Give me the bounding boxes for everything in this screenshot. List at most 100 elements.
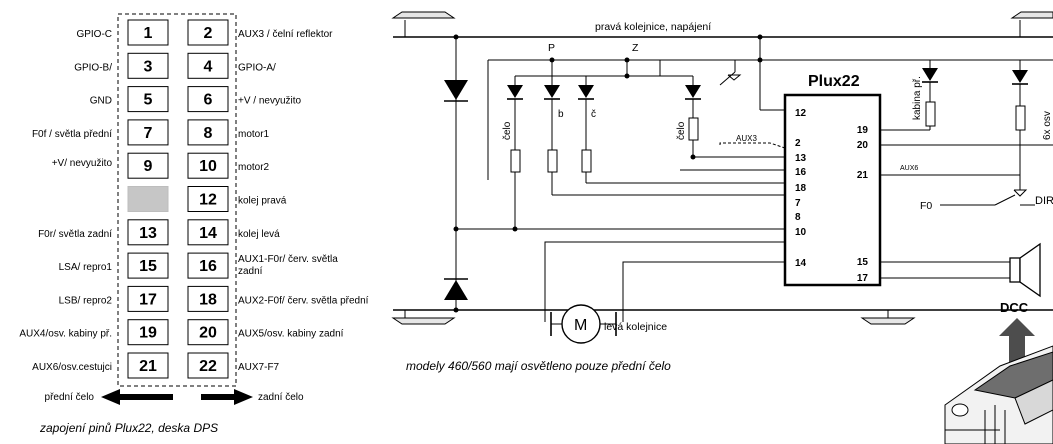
pin-cell-left xyxy=(127,152,169,179)
pin-cell-left xyxy=(127,252,169,279)
pin-label-left: F0f / světla přední xyxy=(32,129,112,140)
pin-label-left: AUX6/osv.cestujci xyxy=(32,362,112,373)
pin-cell-right xyxy=(187,186,229,212)
led-b xyxy=(544,60,785,196)
chip-pin-left: 8 xyxy=(795,212,801,223)
pin-label-right: kolej levá xyxy=(238,229,280,240)
top-rail-label: pravá kolejnice, napájení xyxy=(595,21,711,33)
front-label: přední čelo xyxy=(45,392,95,403)
pin-cell-right xyxy=(187,152,229,179)
pin-number-left: 17 xyxy=(139,291,157,308)
pin-label-left: AUX4/osv. kabiny př. xyxy=(19,329,112,340)
pin-cell-left xyxy=(127,19,169,46)
pin-cell-left xyxy=(127,319,169,346)
pin-label-left: LSB/ repro2 xyxy=(59,295,113,306)
led-label-celo-2: čelo xyxy=(676,121,687,140)
pin-label-left: GPIO-C xyxy=(76,29,112,40)
pin-label-right: +V / nevyužito xyxy=(238,96,302,107)
pin-label-right: GPIO-A/ xyxy=(238,62,276,73)
speaker-icon xyxy=(1009,242,1041,298)
pin-cell-right xyxy=(187,219,229,246)
dir-label: DIR xyxy=(1035,195,1053,207)
pin-cell-left xyxy=(127,52,169,79)
f0-label: F0 xyxy=(920,200,932,212)
pin-label-right: zadní xyxy=(238,266,263,277)
pin-number-left: 7 xyxy=(144,125,153,142)
aux6-label: AUX6 xyxy=(900,165,918,172)
chip-pin-left: 18 xyxy=(795,183,807,194)
pin-cell-right xyxy=(187,285,229,312)
led-label-b: b xyxy=(558,109,564,120)
pin-cell-left xyxy=(127,285,169,312)
pin-number-right: 20 xyxy=(199,325,217,342)
top-rail xyxy=(391,11,1053,38)
aux3-label: AUX3 xyxy=(736,134,757,143)
pin-label-left: GND xyxy=(90,96,112,107)
plux22-chip xyxy=(783,93,882,287)
model-note: modely 460/560 mají osvětleno pouze před… xyxy=(406,359,671,373)
pin-cell-right xyxy=(187,52,229,79)
cabin-label: kabina př. xyxy=(912,76,923,120)
chip-pin-right: 15 xyxy=(857,257,869,268)
decoder-illustration xyxy=(944,345,1053,444)
pin-label-right: AUX3 / čelní reflektor xyxy=(238,29,333,40)
pin-number-left: 15 xyxy=(139,258,157,275)
motor xyxy=(544,241,785,344)
chip-pin-right: 20 xyxy=(857,140,869,151)
pin-number-right: 8 xyxy=(204,125,213,142)
pin-cell-left xyxy=(127,86,169,113)
chip-pin-right: 21 xyxy=(857,170,869,181)
front-arrow xyxy=(101,389,173,405)
pin-number-right: 10 xyxy=(199,158,217,175)
pin-number-left: 13 xyxy=(139,225,157,242)
pin-label-right: motor1 xyxy=(238,129,270,140)
node-p-label: P xyxy=(548,42,555,54)
pin-cell-left xyxy=(127,186,169,212)
pin-cell-left xyxy=(127,352,169,379)
bottom-rail-label: levá kolejnice xyxy=(604,321,667,333)
led-label-celo-1: čelo xyxy=(502,121,513,140)
pin-label-left: GPIO-B/ xyxy=(74,62,112,73)
diode-bottom xyxy=(444,278,468,300)
chip-pin-left: 16 xyxy=(795,167,807,178)
pin-cell-right xyxy=(187,352,229,379)
pin-number-left: 21 xyxy=(139,358,157,375)
chip-pin-right: 17 xyxy=(857,273,869,284)
dcc-label: DCC xyxy=(1000,300,1029,315)
led-c xyxy=(578,76,785,184)
pin-label-right: AUX1-F0r/ červ. světla xyxy=(238,254,338,265)
pin-number-left: 19 xyxy=(139,325,157,342)
node-z-label: Z xyxy=(632,42,639,54)
pin-label-right: AUX5/osv. kabiny zadní xyxy=(238,329,344,340)
chip-pin-left: 2 xyxy=(795,138,801,149)
aux3-line xyxy=(719,142,786,149)
dcc-arrow-icon xyxy=(999,318,1035,366)
pin-number-left: 5 xyxy=(144,92,153,109)
pin-cell-right xyxy=(187,119,229,146)
pin-number-right: 16 xyxy=(199,258,217,275)
chip-pin-left: 12 xyxy=(795,108,807,119)
motor-label: M xyxy=(574,317,587,334)
chip-pin-left: 13 xyxy=(795,153,807,164)
diode-top xyxy=(444,80,468,102)
rear-label: zadní čelo xyxy=(258,392,304,403)
pin-cell-right xyxy=(187,86,229,113)
pin-label-left: +V/ nevyužito xyxy=(52,158,113,169)
pin-cell-left xyxy=(127,119,169,146)
pin-label-right: kolej pravá xyxy=(238,196,287,207)
switch-top xyxy=(719,60,742,86)
pin-cell-right xyxy=(187,319,229,346)
chip-pin-left: 14 xyxy=(795,258,807,269)
chip-pin-right: 19 xyxy=(857,125,869,136)
pin-number-right: 4 xyxy=(204,58,213,75)
pin-number-right: 18 xyxy=(199,291,217,308)
pin-number-right: 6 xyxy=(204,92,213,109)
pin-number-left: 9 xyxy=(144,158,153,175)
led-cabin xyxy=(922,60,938,130)
pin-number-right: 2 xyxy=(204,25,213,42)
pin-label-right: AUX2-F0f/ červ. světla přední xyxy=(238,295,369,306)
connector-outline xyxy=(117,13,237,387)
osv-label: 6x osv xyxy=(1042,111,1053,140)
pin-cell-right xyxy=(187,19,229,46)
led-celo-1 xyxy=(507,76,523,232)
